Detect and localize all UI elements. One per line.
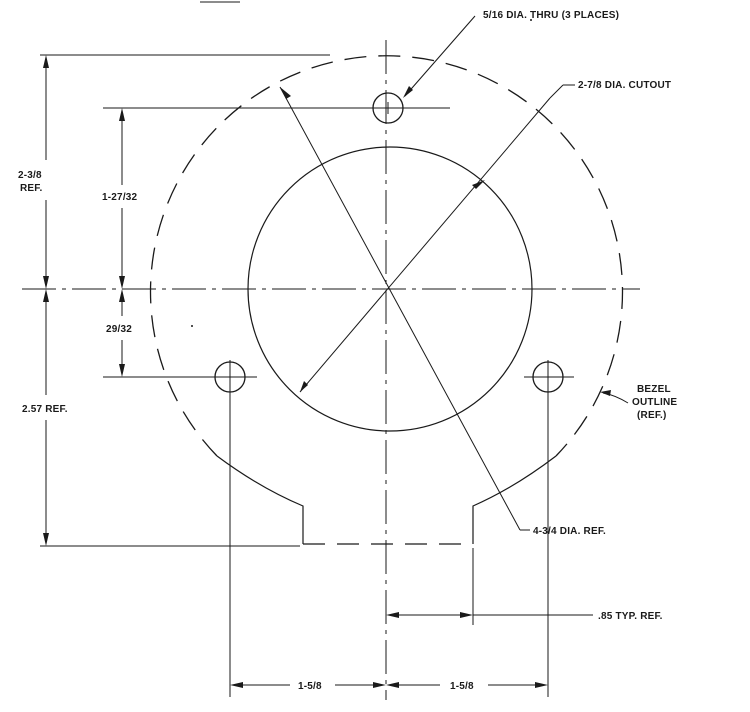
arrow-down: [119, 276, 125, 289]
leader-cutout: [549, 84, 564, 99]
dim-upper-hole: 1-27/32: [102, 192, 138, 203]
leader-holes: [404, 15, 476, 97]
callout-cutout: 2-7/8 DIA. CUTOUT: [578, 80, 671, 91]
arrow-up: [119, 289, 125, 302]
bezel-outline-arc: [149, 55, 624, 457]
scan-dot: [191, 325, 193, 327]
arrow-down: [43, 533, 49, 546]
dim-upper-total-2: REF.: [20, 183, 42, 194]
cutout-circle: [247, 146, 533, 432]
dim-right-spacing: 1-5/8: [450, 681, 474, 692]
arrow-holes: [403, 86, 413, 98]
cutout-diameter-line: [299, 97, 551, 393]
callout-bezel-2: OUTLINE: [632, 397, 677, 408]
dim-lower-hole: 29/32: [106, 324, 132, 335]
callout-holes: 5/16 DIA. THRU (3 PLACES): [483, 10, 619, 21]
arrow-left: [386, 612, 399, 618]
arrow-cutout-lower: [300, 381, 308, 392]
dim-upper-total-1: 2-3/8: [18, 170, 42, 181]
scan-dot-2: [530, 19, 532, 21]
bezel-left-lower: [216, 455, 304, 544]
dim-lower-total: 2.57 REF.: [22, 404, 68, 415]
arrow-bezel-top: [280, 87, 291, 99]
arrow-cutout-upper: [472, 180, 485, 189]
arrow-up: [119, 108, 125, 121]
arrow-right: [535, 682, 548, 688]
arrow-right: [373, 682, 386, 688]
dim-left-spacing: 1-5/8: [298, 681, 322, 692]
bezel-diameter-line: [279, 86, 521, 531]
callout-bezel-1: BEZEL: [637, 384, 671, 395]
callout-typ-ref: .85 TYP. REF.: [598, 611, 663, 622]
arrow-left: [386, 682, 399, 688]
arrow-up: [43, 55, 49, 68]
arrow-right: [460, 612, 473, 618]
arrow-down: [119, 364, 125, 377]
bezel-right-lower: [472, 455, 557, 544]
arrow-down: [43, 276, 49, 289]
arrow-bezel-outline: [600, 390, 611, 396]
arrow-left: [230, 682, 243, 688]
arrow-up: [43, 289, 49, 302]
callout-bezel-3: (REF.): [637, 410, 667, 421]
callout-bezel-dia: 4-3/4 DIA. REF.: [533, 526, 606, 537]
